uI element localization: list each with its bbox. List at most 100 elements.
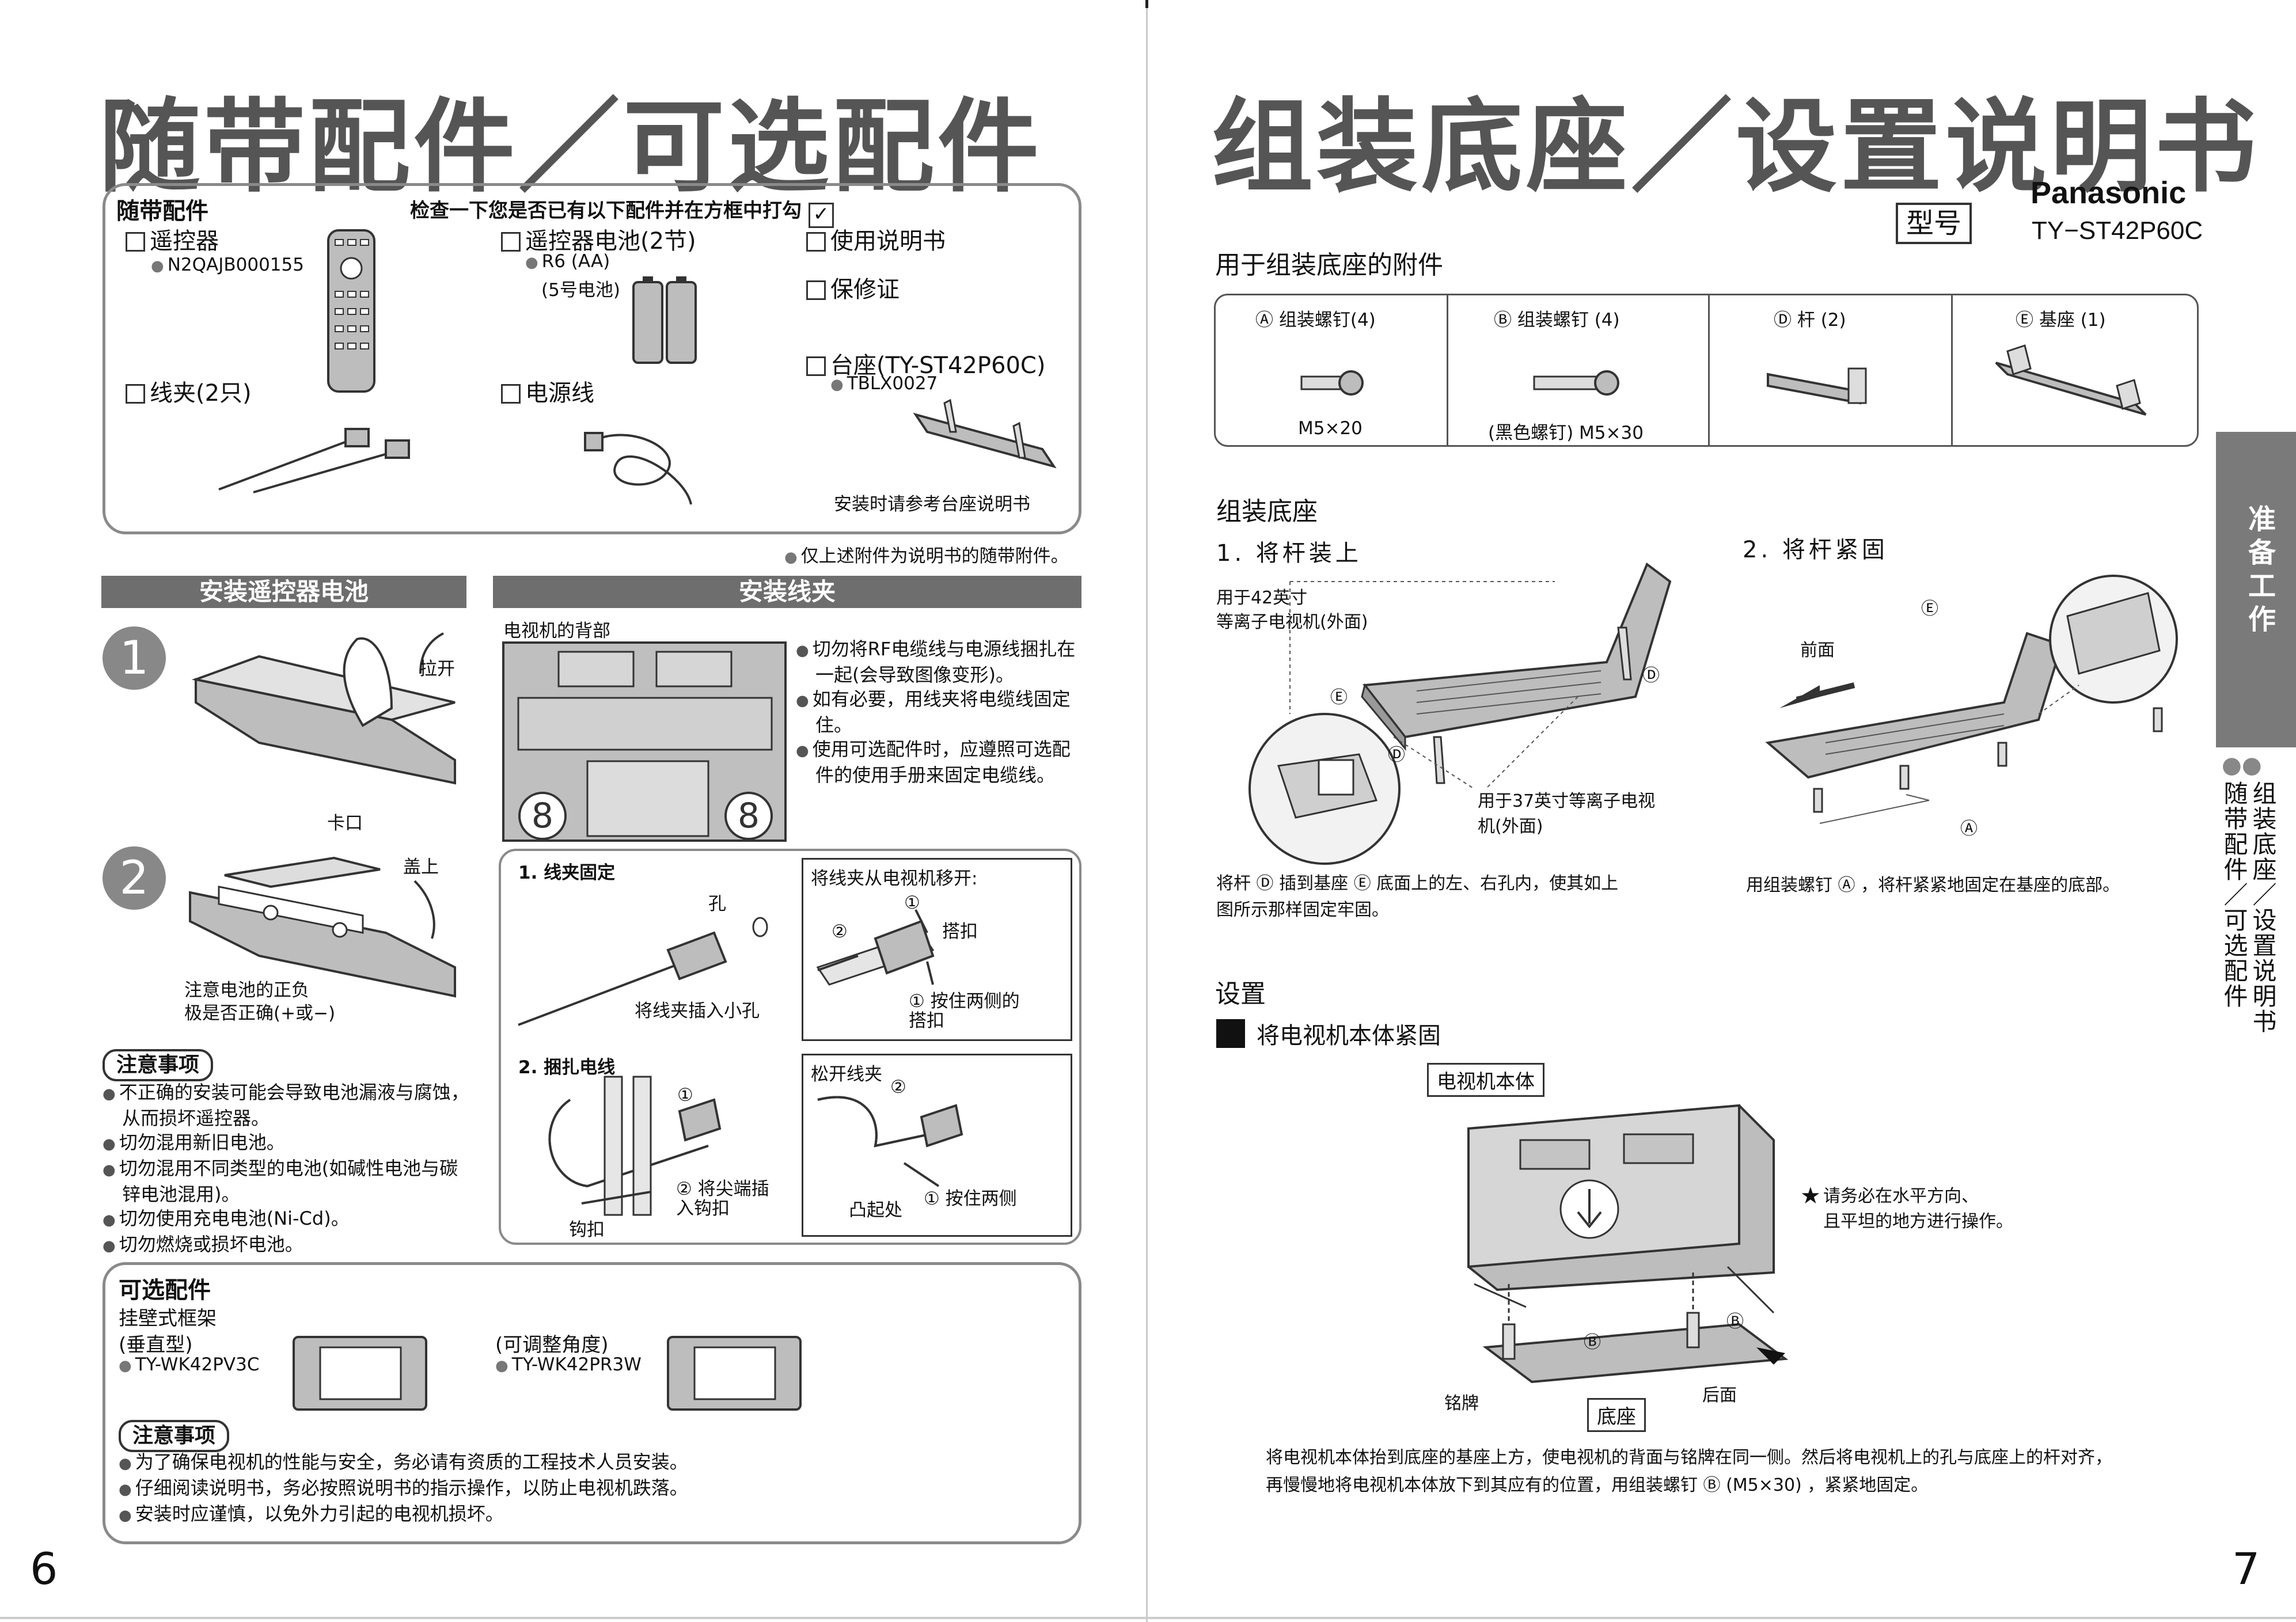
power-cord-label: 电源线 <box>525 380 594 407</box>
press-both-label: ① 按住两侧的 搭扣 <box>909 992 1020 1031</box>
release-illustration <box>817 1096 963 1187</box>
side-tab <box>2216 432 2296 747</box>
model-label-box: 型号 <box>1896 203 1972 244</box>
warranty-label: 保修证 <box>830 276 900 303</box>
front-label: 前面 <box>1800 640 1835 660</box>
clamp-remove-illustration <box>816 909 935 986</box>
press2-c1: ① <box>924 1188 940 1209</box>
remote-battery-illustration <box>189 856 456 998</box>
parts-divider <box>1708 294 1710 447</box>
parts-title: 用于组装底座的附件 <box>1215 250 1443 280</box>
nameplate-label: 铭牌 <box>1444 1393 1479 1414</box>
part-b-name: Ⓑ 组装螺钉 (4) <box>1494 310 1620 331</box>
stand-checkbox[interactable] <box>806 356 826 376</box>
bundle-c1: ① <box>677 1085 693 1106</box>
press-both-text: 按住两侧的 搭扣 <box>909 991 1020 1031</box>
clamp-notes-list: 切勿将RF电缆线与电源线捆扎在一起(会导致图像变形)。 如有必要，用线夹将电缆线… <box>796 637 1084 787</box>
remote-label: 遥控器 <box>150 228 219 254</box>
rear-label: 后面 <box>1702 1385 1737 1406</box>
adjustable-label: (可调整角度) <box>495 1334 609 1357</box>
part-a-name: Ⓐ 组装螺钉(4) <box>1255 310 1376 331</box>
manual-checkbox[interactable] <box>806 232 826 252</box>
step1-label-e: Ⓔ <box>1330 687 1348 708</box>
clamps-illustration <box>218 428 410 493</box>
manual-item: 使用说明书 <box>806 222 946 256</box>
clamp-checkbox[interactable] <box>126 384 145 404</box>
model-number: TY−ST42P60C <box>2032 216 2203 245</box>
remote-code: N2QAJB000155 <box>151 254 304 275</box>
for42-label: 用于42英寸 等离子电视机(外面) <box>1216 588 1368 632</box>
level-note: 请务必在水平方向、 且平坦的地方进行操作。 <box>1823 1186 2013 1232</box>
battery-caution-list: 不正确的安装可能会导致电池漏液与腐蚀，从而损坏遥控器。 切勿混用新旧电池。 切勿… <box>103 1080 471 1258</box>
optional-caution-item: 为了确保电视机的性能与安全，务必请有资质的工程技术人员安装。 <box>119 1450 1063 1476</box>
check-note: 检查一下您是否已有以下配件并在方框中打勾 ✓ <box>410 195 834 228</box>
setup-desc: 将电视机本体抬到底座的基座上方，使电视机的背面与铭牌在同一侧。然后将电视机上的孔… <box>1266 1448 2112 1495</box>
clamp-insert-illustration <box>518 917 768 1026</box>
remote-checkbox[interactable] <box>126 232 145 252</box>
optional-caution-list: 为了确保电视机的性能与安全，务必请有资质的工程技术人员安装。 仔细阅读说明书，务… <box>119 1450 1063 1528</box>
side-tab-text: 准备工作 <box>2243 504 2275 638</box>
base-label: 底座 <box>1587 1398 1646 1432</box>
parts-divider <box>1447 294 1448 447</box>
adjustable-bracket-illustration <box>667 1336 802 1411</box>
remove-title: 将线夹从电视机移开: <box>811 868 978 889</box>
press2-text: 按住两侧 <box>945 1188 1017 1209</box>
insert-label: 将线夹插入小孔 <box>635 1001 760 1021</box>
left-page-title: 随带配件／可选配件 <box>99 88 1043 206</box>
release-title: 松开线夹 <box>811 1064 882 1085</box>
battery-caution-item: 切勿混用新旧电池。 <box>103 1130 471 1156</box>
close-label: 盖上 <box>403 857 439 878</box>
part-a-spec: M5×20 <box>1298 418 1363 439</box>
wall-mount-label: 挂壁式框架 <box>119 1307 217 1330</box>
battery-caution-item: 切勿使用充电电池(Ni-Cd)。 <box>103 1206 471 1232</box>
assembly-title: 组装底座 <box>1216 497 1318 526</box>
screw-a-illustration <box>1300 370 1364 396</box>
remove-c2: ② <box>832 921 848 942</box>
tv-back-label: 电视机的背部 <box>503 621 610 641</box>
battery-item: 遥控器电池(2节) <box>501 222 696 256</box>
power-cord-checkbox[interactable] <box>501 384 521 404</box>
right-page-title: 组装底座／设置说明书 <box>1212 88 2260 206</box>
fix-title: 1. 线夹固定 <box>518 863 616 883</box>
remove-box <box>802 858 1072 1041</box>
step2-title: 2. 将杆紧固 <box>1743 537 1888 563</box>
optional-caution-item: 仔细阅读说明书，务必按照说明书的指示操作，以防止电视机跌落。 <box>119 1476 1063 1502</box>
supplied-footnote: 仅上述附件为说明书的随带附件。 <box>784 541 1069 567</box>
bundle-title: 2. 捆扎电线 <box>518 1057 616 1078</box>
svg-text:8: 8 <box>532 796 553 836</box>
battery-caution-title: 注意事项 <box>103 1049 214 1081</box>
supplied-accessories-box <box>103 183 1081 534</box>
hook-label: 卡口 <box>327 813 363 834</box>
tip-insert-label: ② 将尖端插 入钩扣 <box>676 1179 769 1218</box>
screw-b-illustration <box>1533 370 1619 396</box>
part-e-name: Ⓔ 基座 (1) <box>2016 310 2106 331</box>
step2-label-e: Ⓔ <box>1921 599 1938 619</box>
part-b-spec: (黑色螺钉) M5×30 <box>1488 423 1644 443</box>
battery-checkbox[interactable] <box>501 232 521 252</box>
tip-insert-c2: ② <box>676 1179 692 1199</box>
warranty-item: 保修证 <box>806 271 900 304</box>
battery-section-bar: 安装遥控器电池 <box>101 576 466 608</box>
batteries-illustration <box>632 276 697 364</box>
setup-illustration <box>1467 1104 1789 1384</box>
step2-illustration <box>1765 575 2178 824</box>
power-cord-item: 电源线 <box>501 374 594 408</box>
clamp-detail-box <box>499 849 1081 1245</box>
base-e-illustration <box>1995 344 2147 416</box>
bump-label: 凸起处 <box>849 1200 902 1221</box>
optional-heading: 可选配件 <box>119 1277 211 1304</box>
setup-label-b1: Ⓑ <box>1584 1332 1601 1353</box>
step1-illustration <box>1248 562 1672 865</box>
step1-label-d: Ⓓ <box>1642 666 1660 686</box>
optional-caution-item: 安装时应谨慎，以免外力引起的电视机损坏。 <box>119 1502 1063 1528</box>
step2-label-a: Ⓐ <box>1960 819 1978 839</box>
step2-circle: 2 <box>103 846 166 910</box>
side-dots: ●● <box>2222 752 2262 778</box>
battery-caution-item: 切勿燃烧或损坏电池。 <box>103 1232 471 1258</box>
polarity-note: 注意电池的正负 极是否正确(+或−) <box>184 980 336 1024</box>
level-note-star: ★ <box>1800 1183 1821 1209</box>
warranty-checkbox[interactable] <box>806 280 826 300</box>
optional-accessories-box <box>103 1262 1081 1544</box>
bottom-rule <box>0 1617 2296 1619</box>
battery-caution-item: 不正确的安装可能会导致电池漏液与腐蚀，从而损坏遥控器。 <box>103 1080 471 1130</box>
